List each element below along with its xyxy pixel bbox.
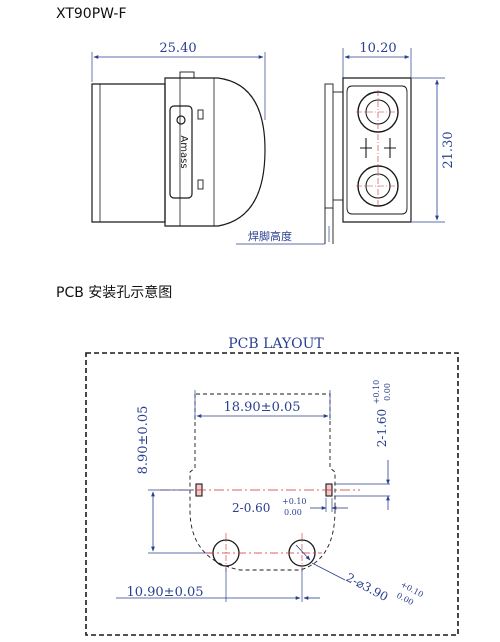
pcb-layout-frame (85, 352, 459, 636)
height-dim-text: 21.30 (441, 131, 456, 168)
top-span-dim-text: 18.90±0.05 (223, 400, 300, 415)
pcb-layout-title: PCB LAYOUT (228, 336, 324, 352)
slot-length-tol-upper: +0.10 (372, 380, 381, 405)
pcb-footprint (116, 390, 390, 602)
latch-hole (176, 115, 186, 125)
model-title: XT90PW-F (56, 6, 127, 22)
length-dim-text: 25.40 (159, 41, 196, 56)
slot-width-text: 2-0.60 (232, 501, 270, 515)
slot-width-tol-lower: 0.00 (284, 508, 302, 517)
vertical-dim-text: 8.90±0.05 (136, 406, 151, 475)
slot-width-tol-upper: +0.10 (282, 497, 307, 506)
hole-diameter-text: 2-⌀3.90 (344, 570, 391, 604)
solder-pin-body (324, 83, 334, 209)
slot-length-tol-lower: 0.00 (383, 383, 392, 401)
front-view (236, 48, 445, 245)
side-housing (164, 77, 266, 227)
pcb-section-title: PCB 安装孔示意图 (56, 285, 173, 301)
side-body-rear (91, 83, 166, 223)
width-dim-text: 10.20 (359, 41, 396, 56)
front-body (342, 77, 412, 223)
bottom-span-dim-text: 10.90±0.05 (126, 585, 203, 600)
foot-height-label: 焊脚高度 (248, 229, 292, 243)
brand-text: Amass (178, 135, 189, 168)
side-view (91, 52, 266, 227)
connector-outline (189, 393, 336, 571)
brand-plate (169, 105, 193, 199)
slot-length-text: 2-1.60 (375, 409, 389, 447)
